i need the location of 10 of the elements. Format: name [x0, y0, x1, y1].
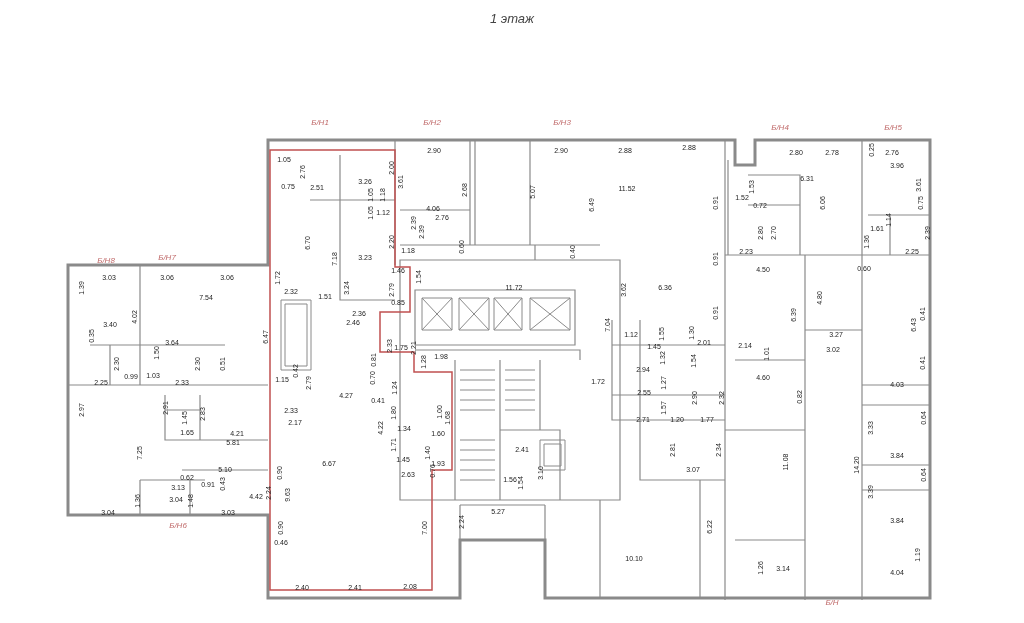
axis-label: Б/Н5	[884, 124, 902, 132]
axis-label: Б/Н4	[771, 124, 789, 132]
axis-label: Б/Н7	[158, 254, 176, 262]
axis-label: Б/Н3	[553, 119, 571, 127]
axis-label: Б/Н2	[423, 119, 441, 127]
axis-label: Б/Н8	[97, 257, 115, 265]
axis-label: Б/Н6	[169, 522, 187, 530]
floor-title: 1 этаж	[489, 10, 535, 26]
axis-label: Б/Н	[825, 599, 839, 607]
axis-label: Б/Н1	[311, 119, 329, 127]
